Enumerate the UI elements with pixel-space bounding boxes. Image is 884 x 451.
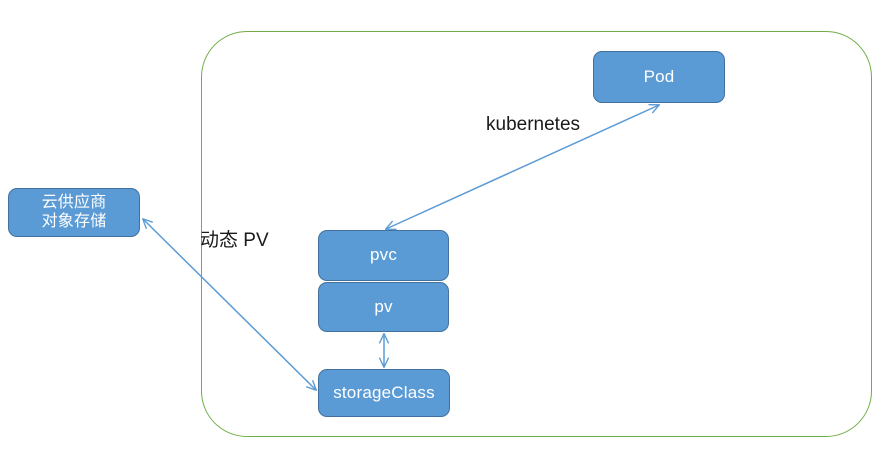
node-pod-label: Pod (643, 66, 675, 86)
label-kubernetes: kubernetes (486, 114, 581, 135)
label-dynamic-pv: 动态 PV (200, 230, 269, 251)
node-cloud-provider[interactable]: 云供应商 对象存储 (8, 188, 140, 237)
node-pod[interactable]: Pod (593, 51, 725, 103)
kubernetes-cluster-boundary (201, 31, 872, 437)
node-pv[interactable]: pv (318, 282, 449, 332)
node-storageclass-label: storageClass (333, 382, 435, 402)
node-pvc-label: pvc (369, 245, 398, 265)
node-pvc[interactable]: pvc (318, 230, 449, 281)
node-pv-label: pv (374, 296, 393, 316)
node-storageclass[interactable]: storageClass (318, 369, 450, 417)
node-cloud-provider-label: 云供应商 对象存储 (41, 193, 107, 230)
